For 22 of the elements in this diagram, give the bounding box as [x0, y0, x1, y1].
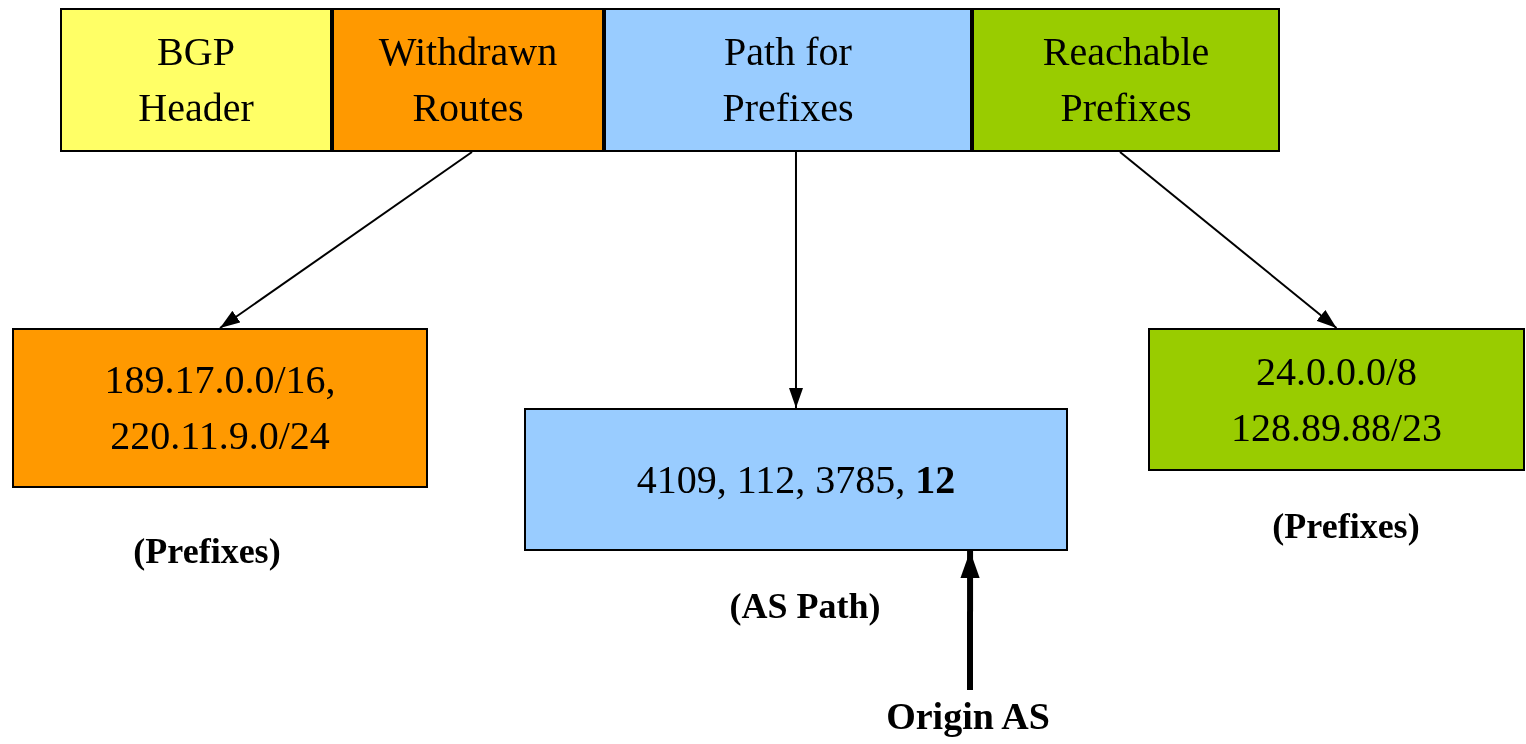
field-box	[1148, 328, 1525, 471]
field-label: 189.17.0.0/16, 220.11.9.0/24	[103, 356, 337, 460]
field-box	[12, 328, 428, 488]
field-label: Withdrawn Routes	[377, 28, 559, 132]
callout-label: Origin AS	[886, 694, 1050, 740]
field-box	[524, 408, 1068, 551]
field-label: Reachable Prefixes	[1041, 28, 1211, 132]
arrow	[219, 151, 473, 329]
field-box	[332, 8, 604, 152]
field-box	[60, 8, 332, 152]
arrow	[789, 151, 803, 409]
arrow	[960, 551, 980, 690]
field-label: Path for Prefixes	[721, 28, 855, 132]
field-label: BGP Header	[137, 28, 255, 132]
field-label: 24.0.0.0/8 128.89.88/23	[1229, 347, 1444, 452]
field-box	[972, 8, 1280, 152]
field-box	[604, 8, 972, 152]
arrow	[1119, 151, 1338, 329]
caption-label: (AS Path)	[729, 585, 881, 627]
caption-label: (Prefixes)	[133, 530, 281, 572]
caption-label: (Prefixes)	[1272, 505, 1420, 547]
field-label: 4109, 112, 3785, 12	[636, 455, 956, 504]
